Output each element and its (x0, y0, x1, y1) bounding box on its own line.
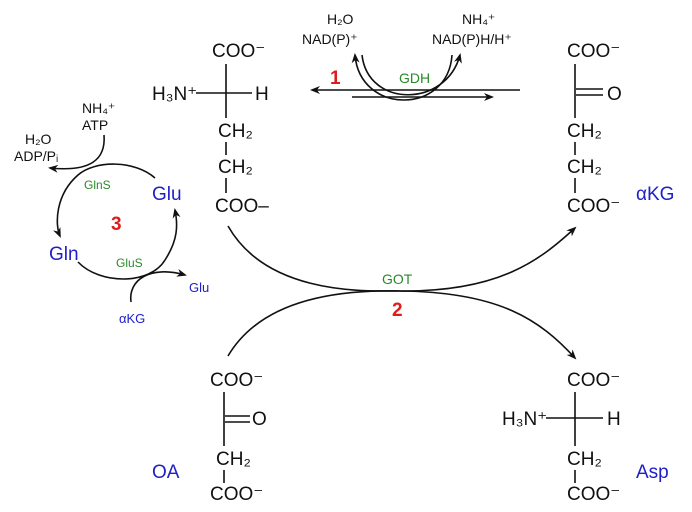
glus-cofactor-arrow-icon (130, 268, 187, 303)
gln-to-glu-arrow-icon (77, 208, 181, 280)
reaction-3-cycle: NH₄⁺ ATP H₂O ADP/Pᵢ GlnS Glu 3 Gln GluS … (14, 100, 209, 326)
oa-ch2: CH₂ (216, 449, 251, 470)
akg-ch2-a: CH₂ (567, 121, 602, 142)
glu-hydrogen: H (255, 84, 269, 105)
gdh-output-nadph: NAD(P)H/H⁺ (432, 31, 512, 47)
got-enzyme-label: GOT (382, 271, 413, 287)
akg-top-carboxylate: COO⁻ (567, 41, 620, 62)
oa-top-carboxylate: COO⁻ (210, 370, 263, 391)
glns-output-water: H₂O (25, 131, 52, 147)
gdh-input-nadp: NAD(P)⁺ (302, 31, 358, 47)
cofactor-arc-left-icon (351, 53, 453, 101)
cycle-gln-label: Gln (49, 244, 79, 265)
asp-top-carboxylate: COO⁻ (567, 370, 620, 391)
reaction-2-number: 2 (392, 300, 403, 321)
glns-input-ammonium: NH₄⁺ (82, 100, 115, 116)
cofactor-arc-right-icon (361, 53, 462, 96)
reaction-1-gdh: H₂O NAD(P)⁺ NH₄⁺ NAD(P)H/H⁺ GDH 1 (302, 11, 520, 101)
oa-keto-oxygen: O (252, 409, 267, 430)
aspartate-structure: COO⁻ H₃N⁺ H CH₂ COO⁻ Asp (502, 370, 669, 505)
glns-input-atp: ATP (82, 117, 108, 133)
reaction-2-got: GOT 2 (227, 225, 577, 360)
akg-label: αKG (636, 184, 674, 205)
oa-bottom-carboxylate: COO⁻ (210, 484, 263, 505)
akg-keto-oxygen: O (607, 84, 622, 105)
glu-top-carboxylate: COO⁻ (212, 41, 265, 62)
asp-label: Asp (636, 462, 669, 483)
gdh-input-water: H₂O (327, 11, 354, 27)
oa-label: OA (152, 462, 180, 483)
glus-enzyme-label: GluS (116, 256, 143, 270)
gdh-output-ammonium: NH₄⁺ (462, 11, 495, 27)
cycle-glu-label: Glu (152, 184, 182, 205)
asp-amine: H₃N⁺ (502, 409, 547, 430)
akg-ch2-b: CH₂ (567, 157, 602, 178)
reaction-1-number: 1 (330, 68, 341, 89)
glus-output-glu: Glu (189, 280, 209, 295)
asp-ch2: CH₂ (567, 449, 602, 470)
glu-to-gln-arrow-icon (53, 163, 156, 238)
glu-bottom-carboxylate: COO– (215, 196, 269, 217)
glu-amine: H₃N⁺ (152, 84, 197, 105)
alpha-ketoglutarate-structure: COO⁻ O CH₂ CH₂ COO⁻ αKG (567, 41, 674, 217)
oxaloacetate-structure: COO⁻ O CH₂ COO⁻ OA (152, 370, 267, 505)
glns-output-adp: ADP/Pᵢ (14, 148, 58, 164)
glns-enzyme-label: GlnS (84, 178, 111, 192)
glus-input-akg: αKG (119, 311, 145, 326)
glns-cofactor-arrow-icon (48, 134, 105, 173)
glu-ch2-a: CH₂ (218, 121, 253, 142)
asp-hydrogen: H (607, 409, 621, 430)
reaction-3-number: 3 (111, 214, 122, 235)
gdh-enzyme-label: GDH (399, 70, 430, 86)
oa-to-asp-arrow-icon (227, 290, 577, 360)
asp-bottom-carboxylate: COO⁻ (567, 484, 620, 505)
glutamate-structure: COO⁻ H₃N⁺ H CH₂ CH₂ COO– (152, 41, 269, 217)
akg-bottom-carboxylate: COO⁻ (567, 196, 620, 217)
glu-ch2-b: CH₂ (218, 157, 253, 178)
